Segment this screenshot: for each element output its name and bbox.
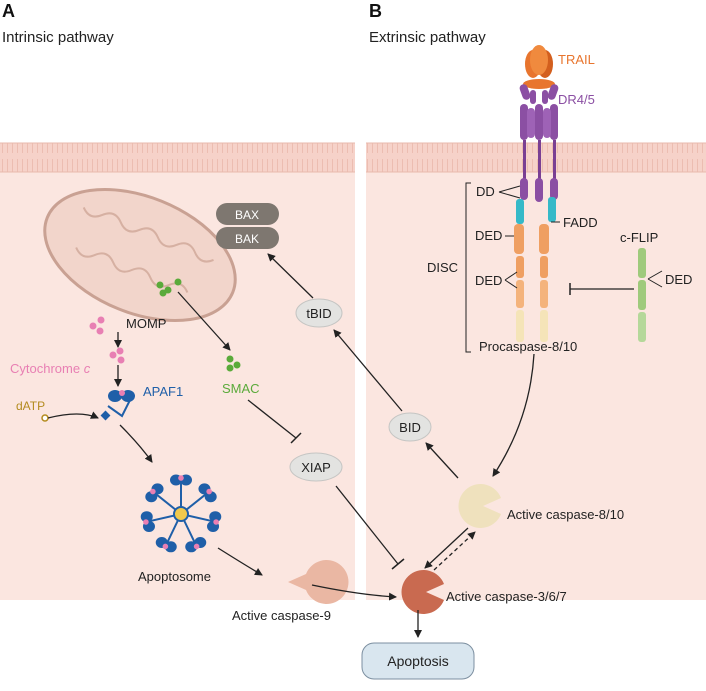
mitochondrion <box>43 187 237 323</box>
disc-label: DISC <box>427 260 458 275</box>
panel-a-title: Intrinsic pathway <box>2 29 114 46</box>
dd-label: DD <box>476 184 495 199</box>
apoptosome-arm <box>140 511 155 532</box>
momp-label: MOMP <box>126 316 166 331</box>
ded-label-1: DED <box>475 228 502 243</box>
cytochrome-dots-mito <box>89 316 105 335</box>
panel-a-letter: A <box>2 1 15 21</box>
panel-b-title: Extrinsic pathway <box>369 29 486 46</box>
cell-b-cytoplasm <box>366 143 706 600</box>
tbid-node <box>295 298 343 328</box>
apaf1-label: APAF1 <box>143 384 183 399</box>
panel-b-letter: B <box>369 1 382 21</box>
bax-bak-channel <box>216 203 279 249</box>
dr45-label: DR4/5 <box>558 92 595 107</box>
apaf1-icon <box>100 390 135 421</box>
xiap-node <box>289 452 343 482</box>
apoptosome-icon <box>140 474 222 553</box>
apoptosome-arm <box>155 536 177 553</box>
smac-label: SMAC <box>222 381 260 396</box>
caspase9-label: Active caspase-9 <box>232 608 331 623</box>
apoptosome-arm <box>145 483 164 503</box>
datp-icon <box>41 414 49 422</box>
smac-dots <box>226 355 241 372</box>
fadd-icon <box>516 197 556 224</box>
apoptosome-arm <box>185 536 207 553</box>
apoptosome-arm <box>207 511 222 532</box>
caspase9-icon <box>288 560 349 604</box>
apoptosome-label: Apoptosome <box>138 569 211 584</box>
apoptosome-arm <box>198 483 217 503</box>
apoptosome-arm <box>170 474 192 486</box>
dr45-receptor-icon <box>519 84 559 202</box>
procaspase-chain-right <box>539 224 549 342</box>
bax-label: BAX <box>235 208 259 222</box>
membrane-a <box>0 143 355 172</box>
apoptosome-hub <box>173 506 189 522</box>
ded-label-2: DED <box>475 273 502 288</box>
xiap-label: XIAP <box>301 460 331 475</box>
tbid-label: tBID <box>306 306 331 321</box>
disc-bracket <box>465 182 471 353</box>
smac-dots-mito <box>156 278 182 297</box>
caspase367-label: Active caspase-3/6/7 <box>446 589 567 604</box>
procaspase-chain-left <box>514 224 524 342</box>
cytochrome-dots <box>109 347 125 364</box>
caspase810-label: Active caspase-8/10 <box>507 507 624 522</box>
cytochrome-label: Cytochrome c <box>10 361 91 376</box>
bid-label: BID <box>399 420 421 435</box>
datp-label: dATP <box>16 399 45 413</box>
procaspase-label: Procaspase-8/10 <box>479 339 577 354</box>
trail-label: TRAIL <box>558 52 595 67</box>
bak-label: BAK <box>235 232 259 246</box>
bid-node <box>388 412 432 442</box>
cflip-icon <box>638 248 646 342</box>
ded-cflip-label: DED <box>665 272 692 287</box>
caspase810-icon <box>458 484 501 528</box>
caspase367-icon <box>401 570 444 614</box>
apoptosis-box <box>361 642 475 680</box>
cflip-label: c-FLIP <box>620 230 658 245</box>
trail-ligand-icon <box>523 45 555 89</box>
apoptosis-label: Apoptosis <box>387 653 448 669</box>
fadd-label: FADD <box>563 215 598 230</box>
smac-inhibition <box>247 399 297 439</box>
membrane-b <box>366 143 706 172</box>
